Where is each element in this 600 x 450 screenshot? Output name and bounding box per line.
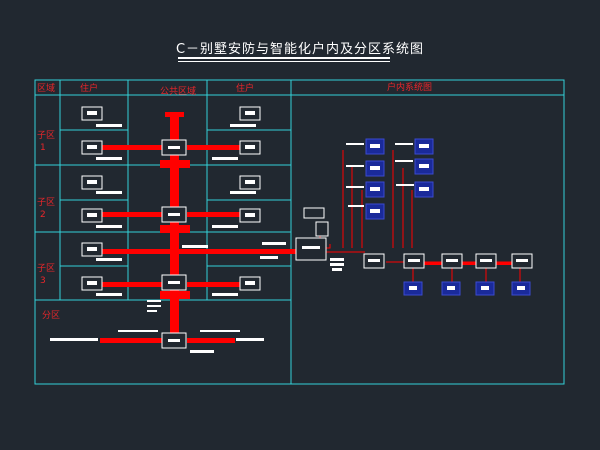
zone-3-label: 子区 <box>37 263 55 274</box>
trunk-network <box>100 112 296 343</box>
header-household-left: 住户 <box>80 82 98 94</box>
household-device-marks <box>87 111 256 296</box>
diagram-title: C－别墅安防与智能化户内及分区系统图 <box>175 42 425 57</box>
zone-2-label: 子区 <box>37 197 55 208</box>
feeder-to-indoor <box>100 249 296 254</box>
title-underline-thin <box>178 61 390 62</box>
indoor-terminals <box>365 138 531 296</box>
header-public-area: 公共区域 <box>160 85 196 97</box>
header-indoor-system: 户内系统图 <box>387 81 432 93</box>
zone-2-number: 2 <box>40 210 46 220</box>
zone-1-number: 1 <box>40 143 46 153</box>
header-household-right: 住户 <box>236 82 254 94</box>
header-area: 区域 <box>37 82 55 94</box>
title-underline <box>178 57 390 59</box>
zone-3-number: 3 <box>40 276 46 286</box>
division-label: 分区 <box>42 310 60 321</box>
zone-1-label: 子区 <box>37 130 55 141</box>
